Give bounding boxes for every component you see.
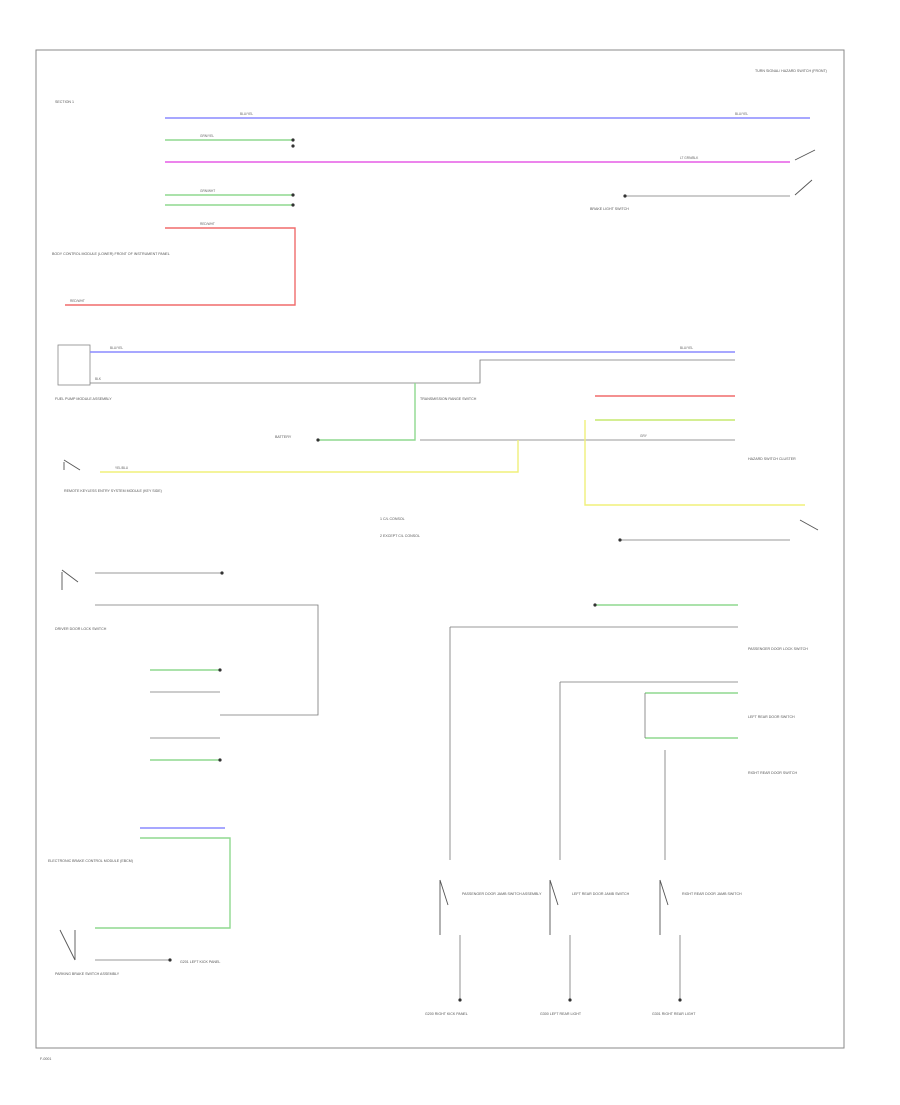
rear-right-label: RIGHT REAR DOOR SWITCH: [748, 771, 797, 775]
diagram-border: [35, 49, 845, 1049]
switch-symbol-b1: [439, 879, 449, 935]
bottom-switch-3-label: RIGHT REAR DOOR JAMB SWITCH: [682, 892, 742, 896]
switch-symbol-left: [61, 569, 79, 590]
splice-dot: [291, 138, 295, 142]
bottom-ground-3-label: G301 RIGHT REAR LIGHT: [652, 1012, 696, 1016]
wire-label-blue-mid: BLU/YEL: [110, 346, 123, 350]
rear-left-label: LEFT REAR DOOR SWITCH: [748, 715, 795, 719]
wire-red-loop: [65, 227, 296, 306]
legend-item-1: 1 C/L CONSOL: [380, 517, 405, 521]
ground-dot: [220, 571, 224, 575]
wire-yellow-right: [584, 420, 805, 506]
electronic-module-label: ELECTRONIC BRAKE CONTROL MODULE (EBCM): [48, 859, 133, 863]
splice-dot: [291, 144, 295, 148]
switch-symbol-key: [63, 459, 81, 471]
bottom-switch-block: PASSENGER DOOR JAMB SWITCH ASSEMBLY LEFT…: [425, 879, 742, 1016]
splice-dot: [593, 603, 597, 607]
door-sw-passenger-label: PASSENGER DOOR LOCK SWITCH: [748, 647, 808, 651]
switch-symbol-top: [794, 149, 816, 196]
battery-label: BATTERY: [275, 435, 292, 439]
splice-dot: [218, 758, 222, 762]
wire-green-mid: [318, 383, 416, 441]
bottom-ground-2-label: G300 LEFT REAR LIGHT: [540, 1012, 582, 1016]
pcm-label: TURN SIGNAL/ HAZARD SWITCH (FRONT): [755, 69, 827, 73]
splice-dot: [218, 668, 222, 672]
splice-dot: [291, 203, 295, 207]
ground-dot: [618, 538, 622, 542]
ground-label-top: BRAKE LIGHT SWITCH: [590, 207, 629, 211]
footer-tag: F-0001: [40, 1057, 51, 1061]
wire-label-black: BLK: [95, 377, 102, 381]
switch-symbol-bottom-left: [59, 929, 76, 961]
ground-dot: [168, 958, 172, 962]
wire-label-blue-top: BLU/YEL: [240, 112, 253, 116]
red-loop-block: RED/WHT RED/WHT BODY CONTROL MODULE (LOW…: [52, 222, 296, 306]
ground-dot: [678, 998, 682, 1002]
block-title-top: SECTION 1: [55, 100, 74, 104]
ground-dot: [458, 998, 462, 1002]
wire-label-blue-top-right: BLU/YEL: [735, 112, 748, 116]
switch-symbol-right: [799, 519, 819, 531]
fuel-pump-block: FUEL PUMP MODULE ASSEMBLY BLU/YEL BLU/YE…: [55, 344, 819, 542]
splice-dot: [291, 193, 295, 197]
door-sw-driver-label: DRIVER DOOR LOCK SWITCH: [55, 627, 107, 631]
wire-yellow: [100, 440, 519, 473]
hazard-label: HAZARD SWITCH CLUSTER: [748, 457, 796, 461]
fuel-sender-box: [57, 344, 91, 386]
bottom-switch-2-label: LEFT REAR DOOR JAMB SWITCH: [572, 892, 630, 896]
key-switch-label: REMOTE KEYLESS ENTRY SYSTEM MODULE (KEY …: [64, 489, 162, 493]
module-a-label: BODY CONTROL MODULE (LOWER) FRONT OF INS…: [52, 252, 170, 256]
ground-dot: [623, 194, 627, 198]
bottom-switch-1-label: PASSENGER DOOR JAMB SWITCH ASSEMBLY: [462, 892, 542, 896]
legend-item-2: 2 EXCEPT C/L CONSOL: [380, 534, 420, 538]
fuel-sender-label: FUEL PUMP MODULE ASSEMBLY: [55, 397, 112, 401]
wire-label-yellow: YEL/BLU: [115, 466, 129, 470]
wire-label-magenta: LT GRN/BLK: [680, 156, 699, 160]
bottom-left-switch-label: PARKING BRAKE SWITCH ASSEMBLY: [55, 972, 120, 976]
splice-dot: [316, 438, 320, 442]
legend: 1 C/L CONSOL 2 EXCEPT C/L CONSOL: [380, 517, 420, 538]
bottom-left-block: ELECTRONIC BRAKE CONTROL MODULE (EBCM) P…: [48, 827, 231, 976]
wire-green-bottom: [95, 837, 231, 929]
wire-label-green-1: GRN/YEL: [200, 134, 214, 138]
wire-label-blue-mid-r: BLU/YEL: [680, 346, 693, 350]
wire-label-red-2: RED/WHT: [70, 299, 85, 303]
ground-dot: [568, 998, 572, 1002]
switch-symbol-b2: [549, 879, 559, 935]
switch-symbol-b3: [659, 879, 669, 935]
right-door-block: PASSENGER DOOR LOCK SWITCH LEFT REAR DOO…: [449, 603, 808, 860]
wire-black-mid: [90, 359, 735, 384]
wire-label-green-2: GRN/WHT: [200, 189, 215, 193]
wire-left-loop: [95, 604, 319, 716]
left-switch-block: DRIVER DOOR LOCK SWITCH: [55, 569, 319, 762]
bottom-left-ground-label: G201 LEFT KICK PANEL: [180, 960, 220, 964]
wire-label-red: RED/WHT: [200, 222, 215, 226]
bottom-ground-1-label: G200 RIGHT KICK PANEL: [425, 1012, 468, 1016]
top-signal-block: SECTION 1 BLU/YEL BLU/YEL GRN/YEL LT GRN…: [55, 69, 827, 211]
switch-inputs-label: TRANSMISSION RANGE SWITCH: [420, 397, 477, 401]
wire-label-gray: GRY: [640, 434, 648, 438]
